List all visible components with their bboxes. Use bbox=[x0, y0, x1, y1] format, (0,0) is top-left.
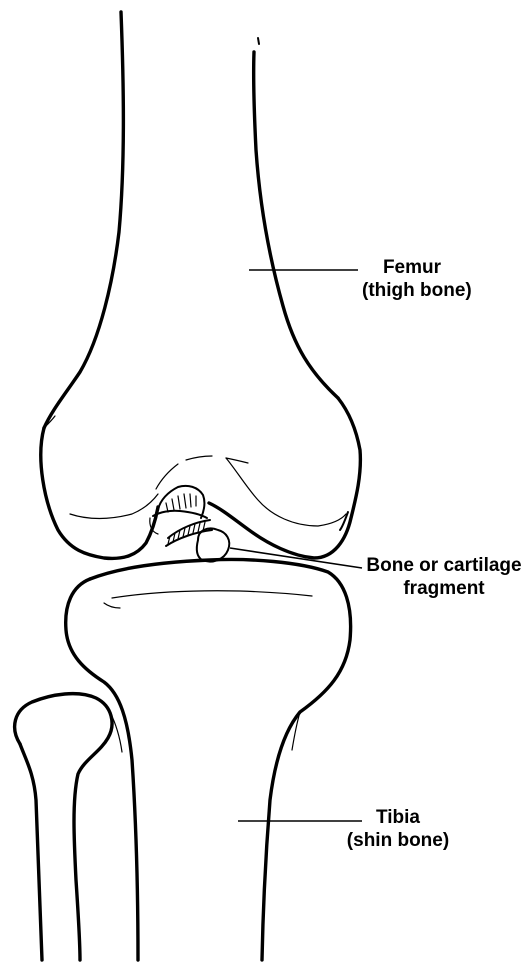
tibia-label-common-name: (shin bone) bbox=[336, 829, 460, 852]
femur-label-common-name: (thigh bone) bbox=[362, 279, 462, 302]
fibula-bone bbox=[15, 694, 300, 960]
fragment-label: Bone or cartilage fragment bbox=[366, 554, 522, 600]
femur-bone bbox=[41, 12, 361, 558]
fragment-detail bbox=[150, 486, 229, 562]
femur-label-name: Femur bbox=[362, 256, 462, 279]
femur-label: Femur (thigh bone) bbox=[362, 256, 462, 302]
fragment-label-line1: Bone or cartilage bbox=[366, 554, 522, 577]
fragment-label-line2: fragment bbox=[366, 577, 522, 600]
tibia-label-name: Tibia bbox=[336, 806, 460, 829]
tibia-bone bbox=[66, 560, 351, 961]
tibia-label: Tibia (shin bone) bbox=[336, 806, 460, 852]
